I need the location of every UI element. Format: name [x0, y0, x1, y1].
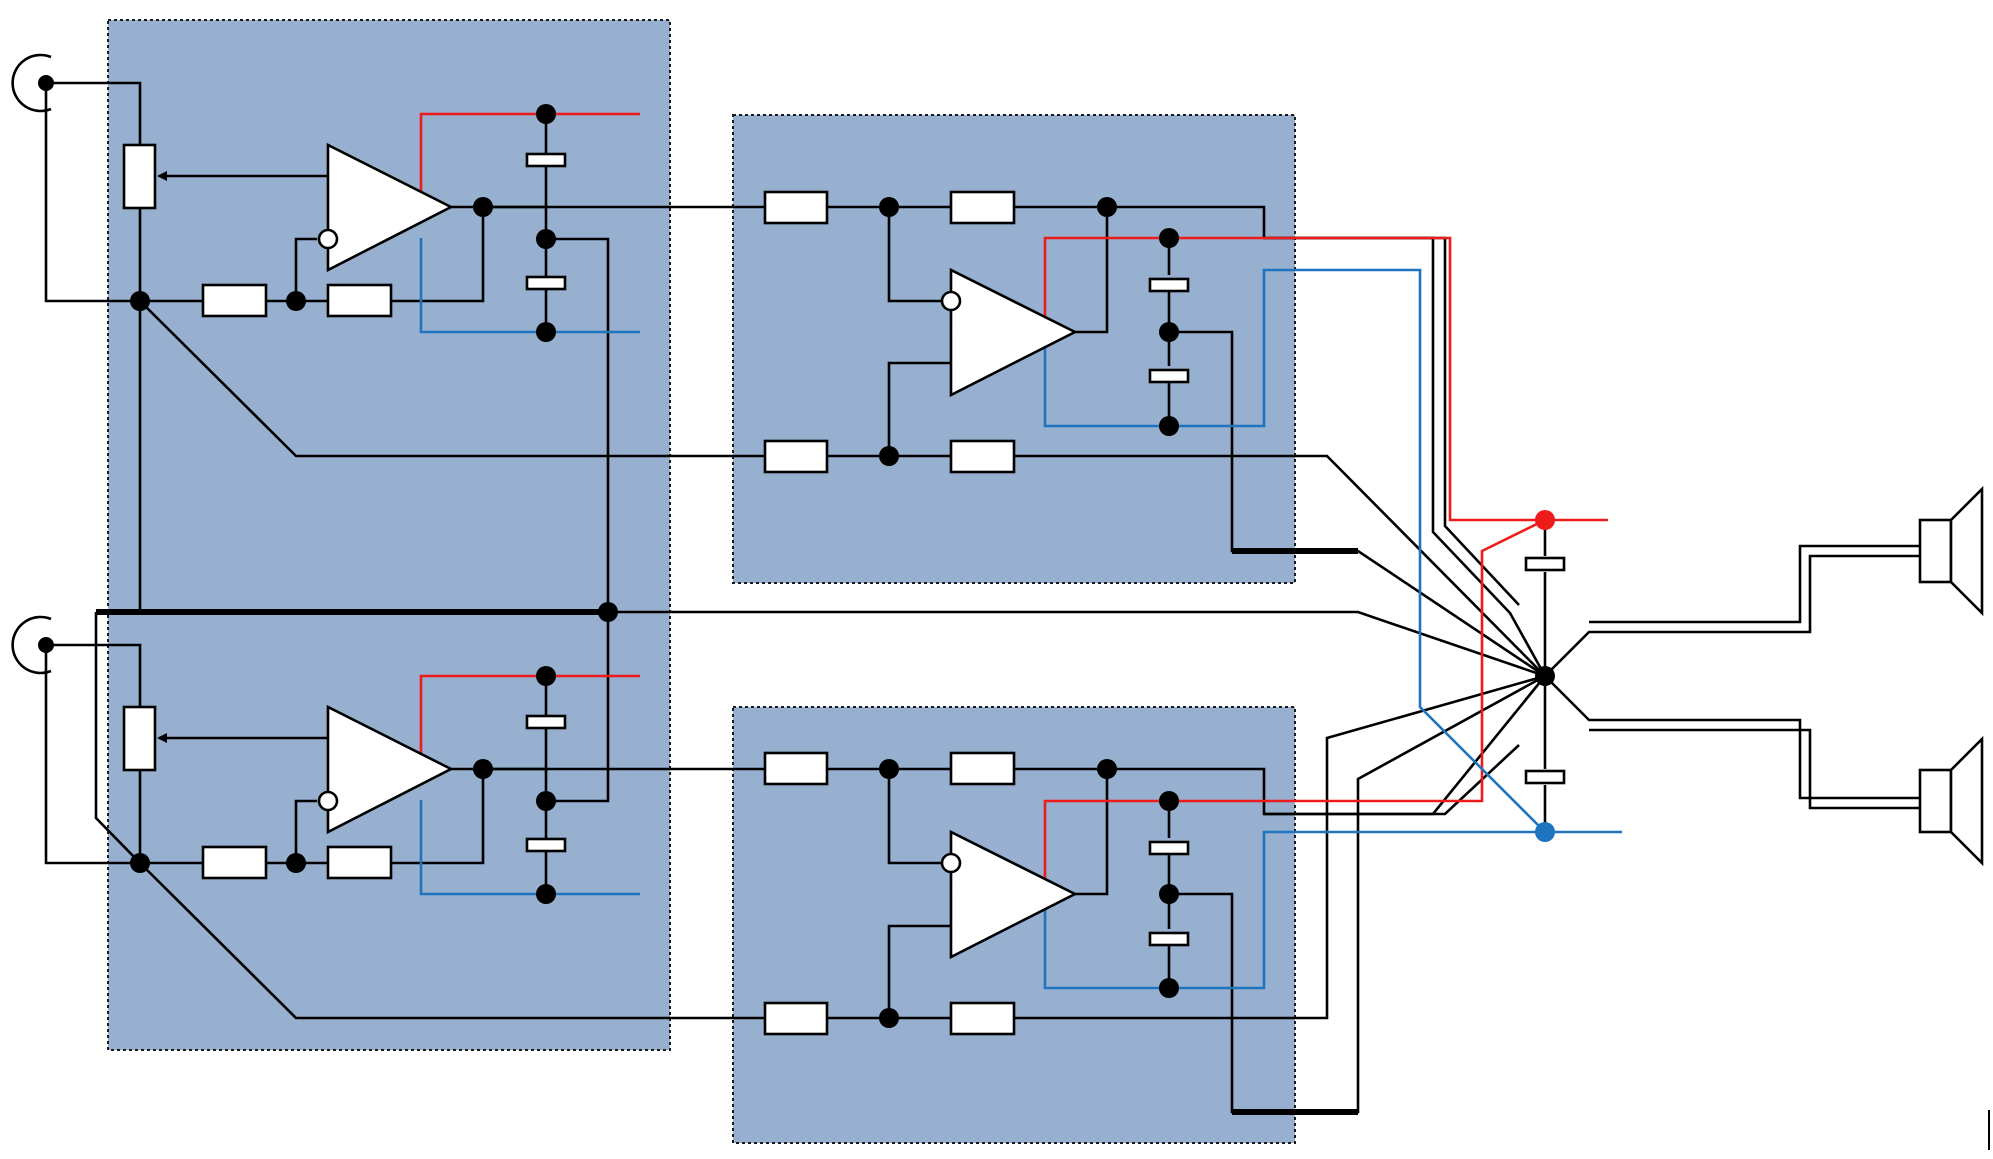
junction-dot-icon	[536, 104, 556, 124]
junction-dots	[130, 104, 1555, 1028]
junction-dot-icon	[286, 291, 306, 311]
junction-dot-icon	[598, 602, 618, 622]
junction-dot-icon	[286, 853, 306, 873]
op-amp-icon	[317, 142, 454, 273]
junction-dot-icon	[536, 884, 556, 904]
junction-dot-icon	[1097, 197, 1117, 217]
capacitor-icon	[1148, 277, 1190, 293]
junction-dot-icon	[1097, 759, 1117, 779]
capacitor-icon	[1148, 931, 1190, 947]
rca-jack-top-icon	[11, 53, 54, 113]
junction-dot-icon	[130, 291, 150, 311]
junction-dot-icon	[1159, 884, 1179, 904]
resistor-icon	[326, 283, 393, 318]
junction-dot-icon	[1159, 416, 1179, 436]
potentiometer-bottom-icon	[122, 705, 328, 772]
junction-dot-icon	[536, 322, 556, 342]
capacitor-icon	[1148, 840, 1190, 856]
resistor-icon	[949, 1001, 1016, 1036]
junction-dot-icon	[1159, 322, 1179, 342]
junction-dot-icon	[1159, 228, 1179, 248]
capacitor-icon	[1524, 769, 1566, 785]
op-amp-icon	[317, 704, 454, 835]
capacitor-icon	[525, 714, 567, 730]
positive-supply-dot-icon	[1535, 510, 1555, 530]
junction-dot-icon	[473, 197, 493, 217]
junction-dot-icon	[879, 1008, 899, 1028]
capacitor-icon	[525, 152, 567, 168]
junction-dot-icon	[879, 197, 899, 217]
resistor-icon	[949, 439, 1016, 474]
wires	[44, 81, 1920, 1115]
junction-dot-icon	[536, 791, 556, 811]
rca-jack-bottom-icon	[11, 615, 54, 675]
junction-dot-icon	[1159, 978, 1179, 998]
resistor-icon	[763, 1001, 829, 1036]
resistor-icon	[201, 845, 268, 880]
resistor-icon	[949, 751, 1016, 786]
potentiometer-top-icon	[122, 143, 328, 210]
star-ground-dot-icon	[1535, 666, 1555, 686]
resistor-icon	[201, 283, 268, 318]
junction-dot-icon	[879, 759, 899, 779]
resistor-icon	[763, 439, 829, 474]
resistor-icon	[763, 190, 829, 225]
op-amp-icon	[940, 267, 1078, 398]
resistor-icon	[326, 845, 393, 880]
capacitor-icon	[525, 275, 567, 291]
junction-dot-icon	[1159, 791, 1179, 811]
capacitor-icon	[525, 837, 567, 853]
speaker-bottom-icon	[1918, 735, 1984, 867]
junction-dot-icon	[130, 853, 150, 873]
capacitor-icon	[1524, 556, 1566, 572]
blocks	[107, 19, 1296, 1144]
junction-dot-icon	[473, 759, 493, 779]
components	[11, 53, 1984, 1036]
op-amp-icon	[940, 829, 1078, 960]
capacitor-icon	[1148, 368, 1190, 384]
speaker-top-icon	[1918, 485, 1984, 617]
junction-dot-icon	[536, 229, 556, 249]
resistor-icon	[763, 751, 829, 786]
junction-dot-icon	[879, 446, 899, 466]
resistor-icon	[949, 190, 1016, 225]
junction-dot-icon	[536, 666, 556, 686]
negative-supply-dot-icon	[1535, 822, 1555, 842]
